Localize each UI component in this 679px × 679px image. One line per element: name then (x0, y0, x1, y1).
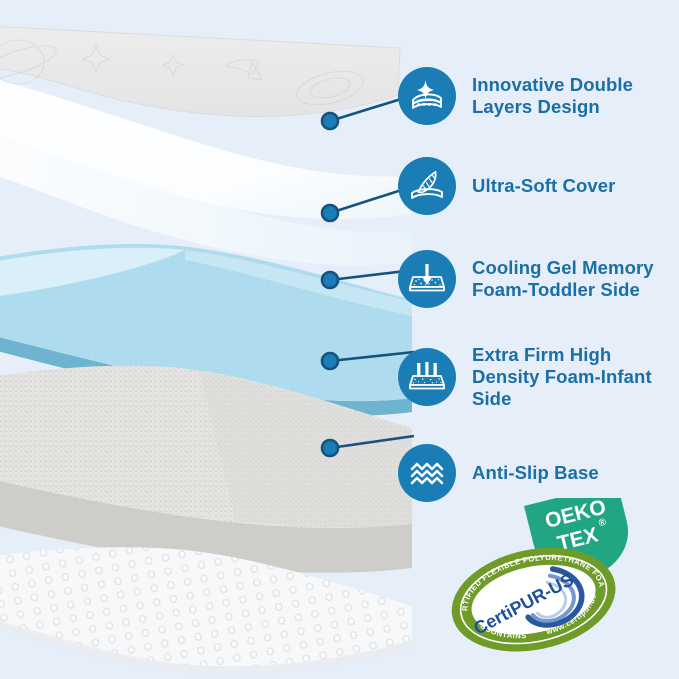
feature-ultra-soft-cover[interactable]: Ultra-Soft Cover (398, 146, 679, 226)
feature-list: Innovative Double Layers Design (398, 56, 679, 523)
gel-foam-press-arrow-icon (398, 249, 456, 308)
feature-label: Innovative Double Layers Design (472, 74, 633, 118)
oeko-tex-registered-mark: ® (598, 517, 608, 530)
feather-on-mattress-icon (398, 157, 456, 215)
feature-label-line1: Cooling Gel Memory (472, 256, 654, 278)
firm-foam-pillars-icon (398, 348, 456, 406)
layer-firm-foam (0, 365, 412, 573)
feature-label: Cooling Gel Memory Foam-Toddler Side (472, 257, 654, 301)
feature-label: Extra Firm High Density Foam-Infant Side (472, 344, 652, 410)
feature-label-line1: Extra Firm High (472, 344, 612, 365)
zigzag-waves-icon (398, 444, 456, 502)
certification-badges: OEKO TEX ® CERTIFIED FLEXIBLE POLYURETHA… (420, 498, 679, 679)
feature-anti-slip-base[interactable]: Anti-Slip Base (398, 433, 679, 513)
feature-label-line2: Density Foam-Infant (472, 366, 652, 387)
feature-label: Ultra-Soft Cover (472, 175, 616, 196)
feature-extra-firm-high-density-foam[interactable]: Extra Firm High Density Foam-Infant Side (398, 331, 679, 423)
feature-label-line2: Foam-Toddler Side (472, 278, 640, 300)
feature-cooling-gel-memory-foam[interactable]: Cooling Gel Memory Foam-Toddler Side (398, 236, 679, 321)
feature-label-line1: Innovative Double (472, 74, 634, 95)
double-layer-mattress-sparkle-icon (398, 67, 456, 125)
layer-soft-cover (0, 80, 412, 266)
feature-label: Anti-Slip Base (472, 462, 599, 483)
certipur-swirl (525, 566, 585, 628)
feature-label-line3: Side (472, 388, 512, 409)
layer-antislip-base (0, 547, 412, 674)
feature-label-line2: Layers Design (472, 96, 600, 117)
mattress-layers-illustration (0, 26, 412, 674)
feature-innovative-double-layers[interactable]: Innovative Double Layers Design (398, 56, 679, 136)
